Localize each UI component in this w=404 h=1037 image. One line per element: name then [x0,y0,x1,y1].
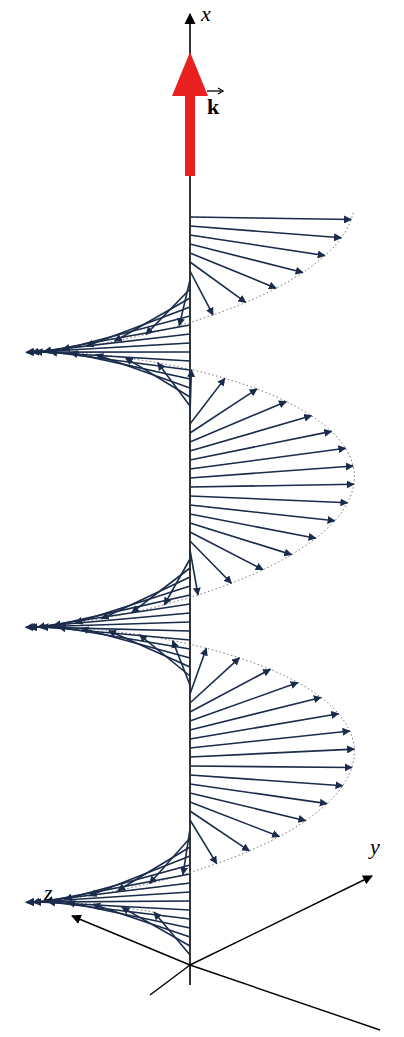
y-axis-negative [150,965,190,995]
field-vector [65,865,190,899]
axis-label: x [201,3,211,25]
field-vector [30,627,190,631]
field-vector [190,658,239,703]
wave-vector-shaft [185,92,195,176]
field-vector [190,669,270,712]
field-vector [190,262,246,302]
field-vector [190,514,316,538]
field-vector [190,766,352,767]
field-vector [190,802,279,837]
field-vector [190,226,341,238]
field-vector [190,648,206,694]
wave-vector-head [172,52,208,96]
field-vector [190,466,353,478]
field-vector [190,235,325,256]
field-vector [190,793,306,821]
field-vector [115,298,190,341]
field-vector [190,484,354,487]
axis-label: z [44,882,53,904]
field-vector [54,595,190,626]
vector-accent [207,90,221,91]
z-axis-negative [190,965,380,1030]
field-vector [150,838,190,883]
field-helix [26,210,355,955]
field-vector [190,775,343,786]
field-vector [89,856,190,896]
field-vector [62,316,190,350]
field-vector [190,749,354,757]
field-vector [190,550,198,595]
field-vector [190,431,331,460]
vector-accent-head [218,88,223,94]
field-vector [190,244,303,272]
field-vector [164,559,190,605]
field-vector [190,370,191,415]
field-vector [190,541,231,583]
field-vector [190,253,276,288]
tip-trace [26,210,355,912]
field-vector [190,523,292,555]
field-vector [35,352,190,361]
field-vector [81,628,190,658]
z-axis [72,916,190,965]
field-vector [46,874,190,901]
field-vector [190,532,263,570]
field-vector [190,505,335,521]
field-vector [183,829,190,875]
axis-label: y [370,836,380,858]
field-vector [190,448,346,469]
field-vector [34,902,190,910]
field-vector [118,847,190,891]
field-vector [146,289,190,334]
field-vector [122,907,190,946]
field-vector [190,811,249,851]
field-vector [190,271,213,315]
field-vector [190,378,225,424]
field-vector [190,714,339,739]
y-axis [190,876,372,965]
vector-label: k [207,96,219,118]
field-vector [190,731,350,748]
field-vector [44,325,190,352]
field-vector [190,217,351,220]
field-vector [190,496,348,503]
field-vector [86,307,190,346]
field-vector [190,784,327,804]
field-vector [190,401,286,442]
wave-vector-arrow [172,52,223,176]
field-vector [179,280,190,326]
